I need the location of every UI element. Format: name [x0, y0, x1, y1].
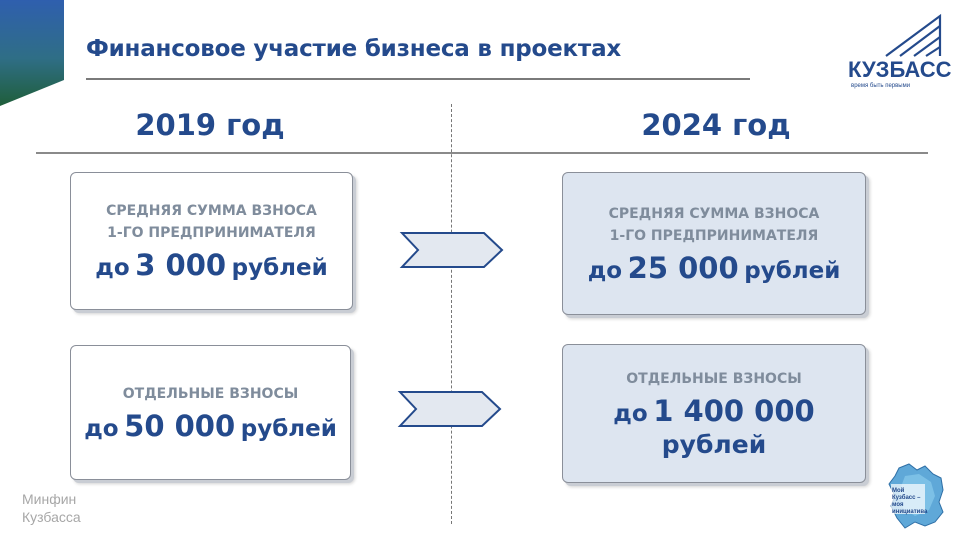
- card-caption: 1-ГО ПРЕДПРИНИМАТЕЛЯ: [609, 227, 819, 244]
- card-amount: до 3 000 рублей: [95, 248, 328, 282]
- footer-ministry: Минфин Кузбасса: [22, 491, 81, 525]
- svg-text:инициатива: инициатива: [892, 509, 928, 515]
- corner-decoration: [0, 0, 64, 106]
- card-caption: ОТДЕЛЬНЫЕ ВЗНОСЫ: [122, 385, 299, 402]
- column-divider: [451, 104, 452, 524]
- header-divider: [36, 152, 928, 154]
- card-amount: до 25 000 рублей: [587, 250, 841, 285]
- card-avg-2024: СРЕДНЯЯ СУММА ВЗНОСА 1-ГО ПРЕДПРИНИМАТЕЛ…: [562, 172, 866, 315]
- card-caption: 1-ГО ПРЕДПРИНИМАТЕЛЯ: [107, 225, 316, 241]
- page-title: Финансовое участие бизнеса в проектах: [86, 36, 622, 62]
- year-2019-heading: 2019 год: [135, 108, 285, 142]
- svg-text:моя: моя: [892, 502, 904, 508]
- svg-text:Кузбасс –: Кузбасс –: [892, 494, 921, 501]
- card-caption: СРЕДНЯЯ СУММА ВЗНОСА: [608, 205, 820, 222]
- kuzbass-map-icon: Мой Кузбасс – моя инициатива: [888, 463, 944, 529]
- logo-tagline: время быть первыми: [851, 83, 911, 89]
- card-separate-2019: ОТДЕЛЬНЫЕ ВЗНОСЫ до 50 000 рублей: [70, 345, 351, 480]
- svg-text:Мой: Мой: [892, 487, 905, 494]
- card-avg-2019: СРЕДНЯЯ СУММА ВЗНОСА 1-ГО ПРЕДПРИНИМАТЕЛ…: [70, 172, 353, 310]
- logo-wordmark: КУЗБАСС: [848, 57, 952, 82]
- year-2024-heading: 2024 год: [641, 108, 791, 142]
- card-caption: ОТДЕЛЬНЫЕ ВЗНОСЫ: [626, 371, 802, 387]
- card-amount: до 50 000 рублей: [84, 408, 337, 443]
- arrow-right-icon: [397, 391, 502, 427]
- card-amount: до 1 400 000: [613, 394, 815, 428]
- card-amount-unit: рублей: [661, 430, 767, 459]
- card-separate-2024: ОТДЕЛЬНЫЕ ВЗНОСЫ до 1 400 000 рублей: [562, 344, 866, 483]
- card-caption: СРЕДНЯЯ СУММА ВЗНОСА: [106, 203, 317, 219]
- title-underline: [86, 78, 750, 80]
- kuzbass-logo: [885, 13, 942, 57]
- arrow-right-icon: [399, 232, 504, 268]
